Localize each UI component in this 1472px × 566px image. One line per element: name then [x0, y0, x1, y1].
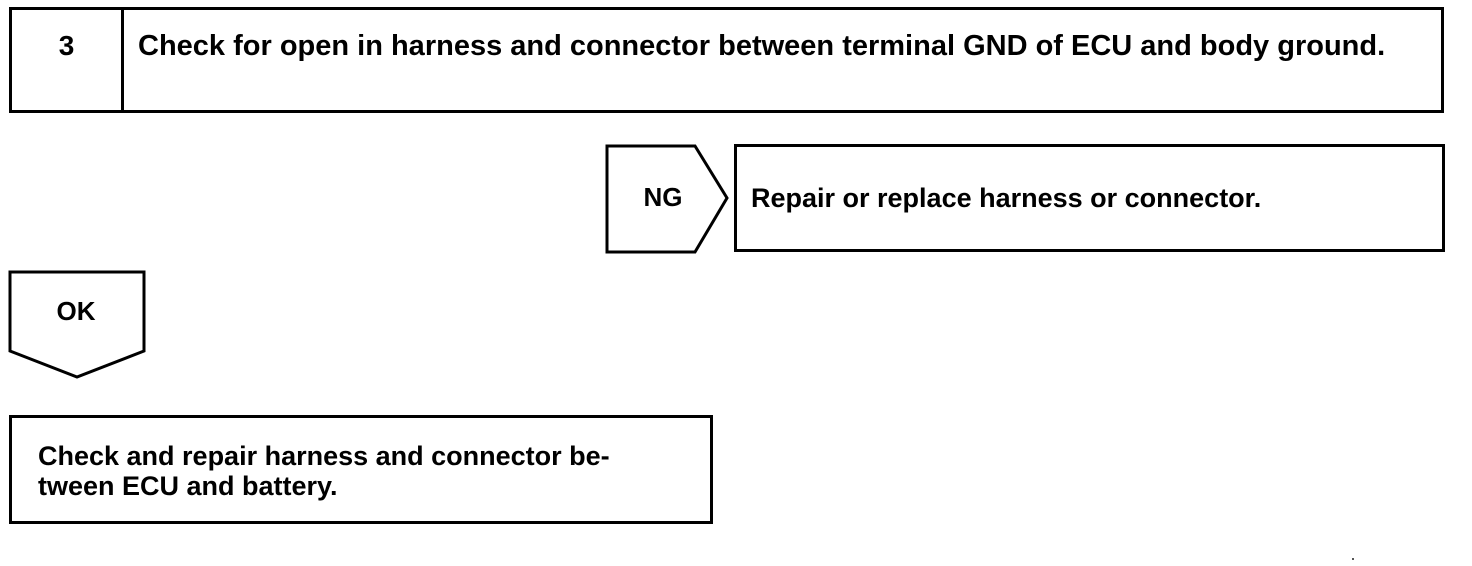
step-box: 3 Check for open in harness and connecto…	[9, 7, 1444, 113]
ng-result-text: Repair or replace harness or connector.	[751, 183, 1262, 213]
ng-arrow-shape	[605, 144, 729, 254]
ok-arrow-shape	[8, 270, 146, 379]
ng-result-box: Repair or replace harness or connector.	[734, 144, 1445, 252]
step-title: Check for open in harness and connector …	[138, 30, 1386, 62]
step-number: 3	[12, 10, 124, 110]
ng-label: NG	[643, 182, 683, 212]
ok-label: OK	[56, 296, 96, 326]
ok-result-text: Check and repair harness and connector b…	[38, 441, 610, 501]
ok-result-box: Check and repair harness and connector b…	[9, 415, 713, 524]
scan-speck	[1352, 558, 1354, 560]
